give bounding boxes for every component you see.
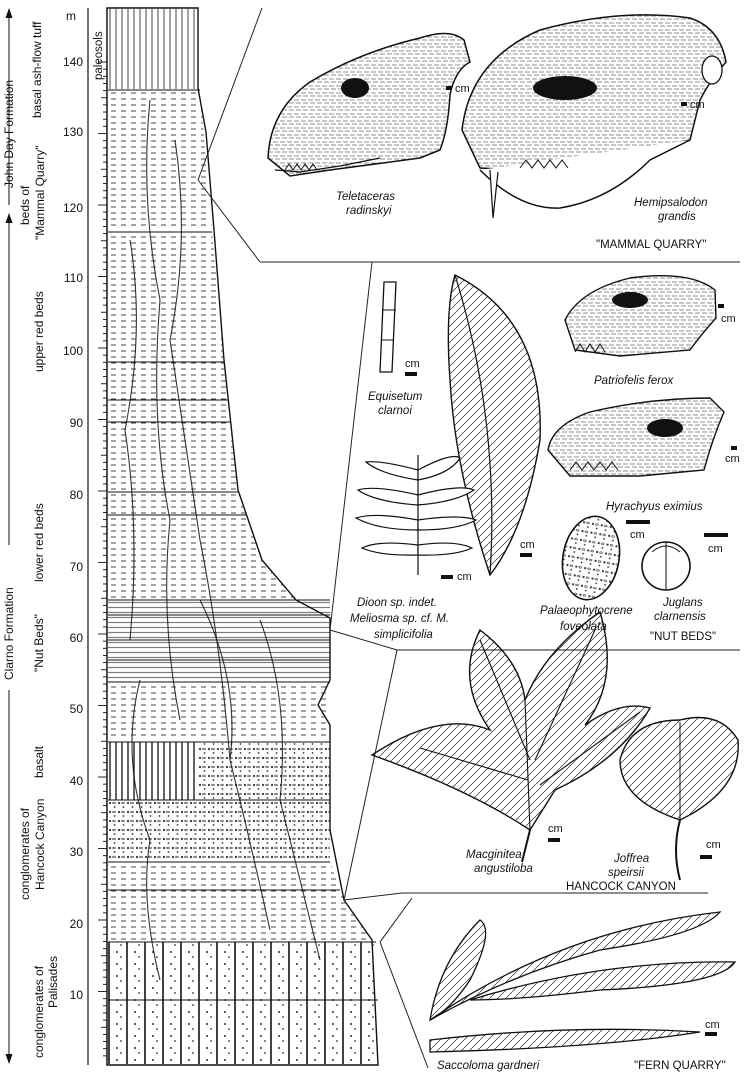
species-name: clarnensis <box>654 611 706 623</box>
species-name: radinskyi <box>346 205 392 217</box>
tick-label: 20 <box>70 917 84 931</box>
species-name: angustiloba <box>474 863 533 875</box>
hyrachyus-skull-drawing <box>547 397 725 477</box>
mammal-quarry-beds-label: "Mammal Quarry" <box>33 145 47 240</box>
clarno-formation-label: Clarno Formation <box>2 587 16 680</box>
scale-bar-label: cm <box>520 539 535 551</box>
species-name: Dioon sp. indet. <box>357 597 437 609</box>
panel-title: HANCOCK CANYON <box>566 881 676 893</box>
tick-label: 120 <box>63 201 83 215</box>
tick-label: 70 <box>70 560 84 574</box>
saccoloma-frond-drawing <box>429 911 737 1053</box>
hancock-canyon-conglomerates-label: conglomerates of <box>18 807 32 900</box>
tick-label: 40 <box>70 774 84 788</box>
mammal-quarry-beds-label: beds of <box>18 185 32 225</box>
scale-bar-label: cm <box>721 313 736 325</box>
scale-bar <box>681 102 687 106</box>
depth-axis: m 140 130 120 110 100 90 80 70 60 50 40 … <box>63 8 108 1065</box>
panel-title: "NUT BEDS" <box>650 631 716 643</box>
tick-label: 50 <box>70 702 84 716</box>
scale-bar-label: cm <box>455 83 470 95</box>
tick-label: 110 <box>64 271 83 285</box>
scale-bar <box>705 1032 717 1036</box>
hancock-canyon-panel: cm Macginitea angustiloba cm Joffrea spe… <box>370 610 739 893</box>
teletaceras-skull-drawing <box>267 32 471 177</box>
tick-label: 130 <box>63 125 83 139</box>
scale-bar-label: cm <box>708 543 723 555</box>
axis-unit: m <box>66 9 76 23</box>
species-name: simplicifolia <box>374 629 433 641</box>
species-name: Hemipsalodon <box>634 197 708 209</box>
scale-bar <box>441 575 453 579</box>
upper-red-beds-label: upper red beds <box>32 291 46 372</box>
nut-beds-label: "Nut Beds" <box>32 614 46 672</box>
scale-bar-label: cm <box>405 358 420 370</box>
tick-label: 60 <box>70 631 84 645</box>
tick-label: 80 <box>70 488 84 502</box>
palaeophytocrene-nut-drawing <box>561 515 621 601</box>
nut-beds-panel: cm Equisetum clarnoi cm cm Dioon sp. ind… <box>350 273 740 643</box>
species-name: Equisetum <box>368 391 423 403</box>
scale-bar-label: cm <box>630 529 645 541</box>
panel-title: "MAMMAL QUARRY" <box>596 239 706 251</box>
species-name: Palaeophytocrene <box>540 605 633 617</box>
species-name: Teletaceras <box>336 191 395 203</box>
lower-red-beds-label: lower red beds <box>32 503 46 582</box>
scale-bar-label: cm <box>457 571 472 583</box>
tick-label: 10 <box>70 988 84 1002</box>
species-name: Macginitea <box>466 849 522 861</box>
species-name: Saccoloma gardneri <box>437 1060 540 1072</box>
macginitea-leaf-drawing <box>370 610 652 863</box>
tick-label: 90 <box>70 416 84 430</box>
joffrea-leaf-drawing <box>619 716 739 881</box>
scale-bar-label: cm <box>705 1019 720 1031</box>
species-name: grandis <box>658 211 696 223</box>
scale-bar-label: cm <box>725 453 740 465</box>
scale-bar <box>700 855 712 859</box>
scale-bar-label: cm <box>548 823 563 835</box>
species-name: Juglans <box>662 597 703 609</box>
scale-bar-label: cm <box>690 99 705 111</box>
scale-bar <box>405 372 417 376</box>
tick-label: 100 <box>63 344 83 358</box>
juglans-nut-drawing <box>641 541 691 591</box>
tick-label: 140 <box>63 55 83 69</box>
scale-bar <box>446 86 452 90</box>
scale-bar <box>548 838 560 842</box>
equisetum-drawing <box>379 281 397 373</box>
species-name: Joffrea <box>613 853 649 865</box>
species-name: speirsii <box>608 867 644 879</box>
scale-bar <box>626 520 650 524</box>
basal-ash-label: basal ash-flow tuff <box>30 21 44 118</box>
patriofelis-skull-drawing <box>564 275 717 357</box>
stratigraphic-column <box>106 7 379 1066</box>
scale-bar-label: cm <box>706 839 721 851</box>
basalt-label: basalt <box>32 745 46 778</box>
scale-bar <box>520 553 532 557</box>
formation-arrows: John Day Formation Clarno Formation <box>2 8 16 1064</box>
palisades-conglomerates-label: Palisades <box>46 956 60 1008</box>
species-name: Hyrachyus eximius <box>606 501 703 513</box>
panel-title: "FERN QUARRY" <box>634 1060 726 1072</box>
fern-quarry-panel: cm Saccoloma gardneri "FERN QUARRY" <box>429 911 737 1072</box>
hancock-canyon-conglomerates-label: Hancock Canyon <box>33 799 47 890</box>
meliosma-leaf-drawing <box>447 273 541 577</box>
scale-bar <box>718 304 724 308</box>
unit-labels: basal ash-flow tuff beds of "Mammal Quar… <box>18 21 60 1058</box>
species-name: clarnoi <box>378 405 412 417</box>
hemipsalodon-skull-drawing <box>461 14 727 219</box>
mammal-quarry-panel: cm Teletaceras radinskyi cm Hemipsalodon… <box>267 14 727 251</box>
tick-label: 30 <box>70 845 84 859</box>
dioon-frond-drawing <box>354 455 478 575</box>
palisades-conglomerates-label: conglomerates of <box>32 965 46 1058</box>
john-day-formation-label: John Day Formation <box>2 80 16 188</box>
paleosols-label: paleosols <box>93 31 105 80</box>
scale-bar <box>731 446 737 450</box>
scale-bar <box>704 533 728 537</box>
species-name: Patriofelis ferox <box>594 375 675 387</box>
species-name: Meliosma sp. cf. M. <box>350 613 449 625</box>
